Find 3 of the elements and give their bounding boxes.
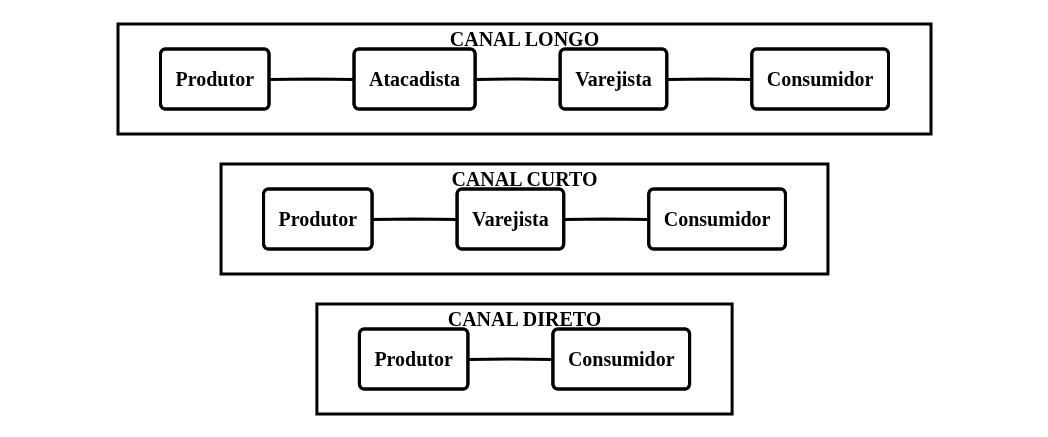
- connector: [563, 217, 649, 221]
- connector: [467, 357, 553, 361]
- connector: [666, 77, 752, 81]
